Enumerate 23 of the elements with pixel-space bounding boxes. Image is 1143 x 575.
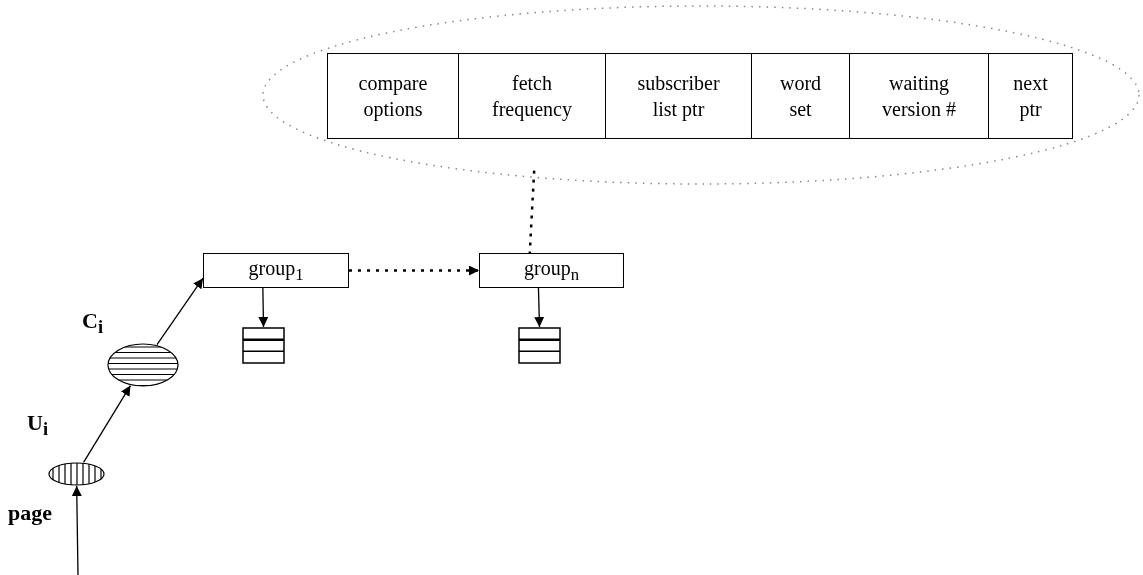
field-cell: next ptr bbox=[988, 53, 1073, 139]
field-cell: subscriber list ptr bbox=[605, 53, 752, 139]
field-cell: compare options bbox=[327, 53, 459, 139]
arrow bbox=[82, 384, 132, 464]
striped-ellipse bbox=[48, 462, 105, 486]
field-cell: fetch frequency bbox=[458, 53, 606, 139]
arrow bbox=[71, 485, 82, 575]
arrow bbox=[258, 287, 269, 328]
striped-ellipse bbox=[107, 343, 179, 387]
stack-drawing bbox=[518, 327, 561, 364]
edge-label: page bbox=[8, 500, 52, 526]
arrow bbox=[534, 287, 545, 328]
field-cell: word set bbox=[751, 53, 850, 139]
edge-label: C$_{i}$ bbox=[82, 308, 103, 339]
dotted-arrow bbox=[349, 265, 479, 276]
dotted-line bbox=[528, 170, 536, 254]
group-box: group$_{1}$ bbox=[203, 253, 349, 288]
arrow bbox=[156, 277, 204, 346]
callout-bubble bbox=[262, 5, 1140, 185]
field-cell: waiting version # bbox=[849, 53, 989, 139]
edge-label: U$_{i}$ bbox=[27, 410, 48, 441]
stack-drawing bbox=[242, 327, 285, 364]
group-box: group$_{n}$ bbox=[479, 253, 624, 288]
